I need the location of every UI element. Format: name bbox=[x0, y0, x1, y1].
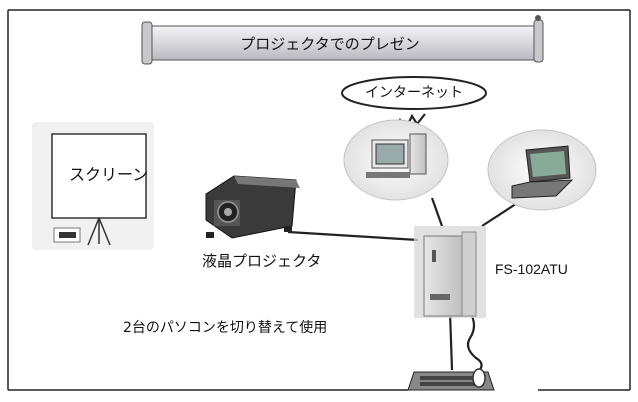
mouse-icon bbox=[472, 368, 486, 388]
projector-label: 液晶プロジェクタ bbox=[202, 252, 322, 270]
keyboard-cable bbox=[448, 311, 454, 371]
frame-border bbox=[7, 9, 631, 391]
diagram-title: プロジェクタでのプレゼン bbox=[240, 35, 420, 53]
desktop-cable bbox=[430, 197, 444, 227]
kvm-switch-icon bbox=[414, 226, 486, 318]
internet-bubble bbox=[341, 76, 487, 110]
screen-icon bbox=[32, 122, 154, 250]
projector-icon bbox=[205, 175, 300, 239]
laptop-pc-icon bbox=[487, 129, 597, 211]
internet-label: インターネット bbox=[365, 85, 463, 101]
device-label: FS-102ATU bbox=[495, 261, 568, 277]
mouse-cable bbox=[466, 311, 483, 373]
switch-note-label: 2台のパソコンを切り替えて使用 bbox=[123, 320, 328, 336]
screen-label: スクリーン bbox=[69, 165, 149, 184]
projector-cable bbox=[287, 230, 419, 242]
desktop-pc-icon bbox=[343, 119, 449, 201]
title-banner bbox=[141, 15, 544, 65]
